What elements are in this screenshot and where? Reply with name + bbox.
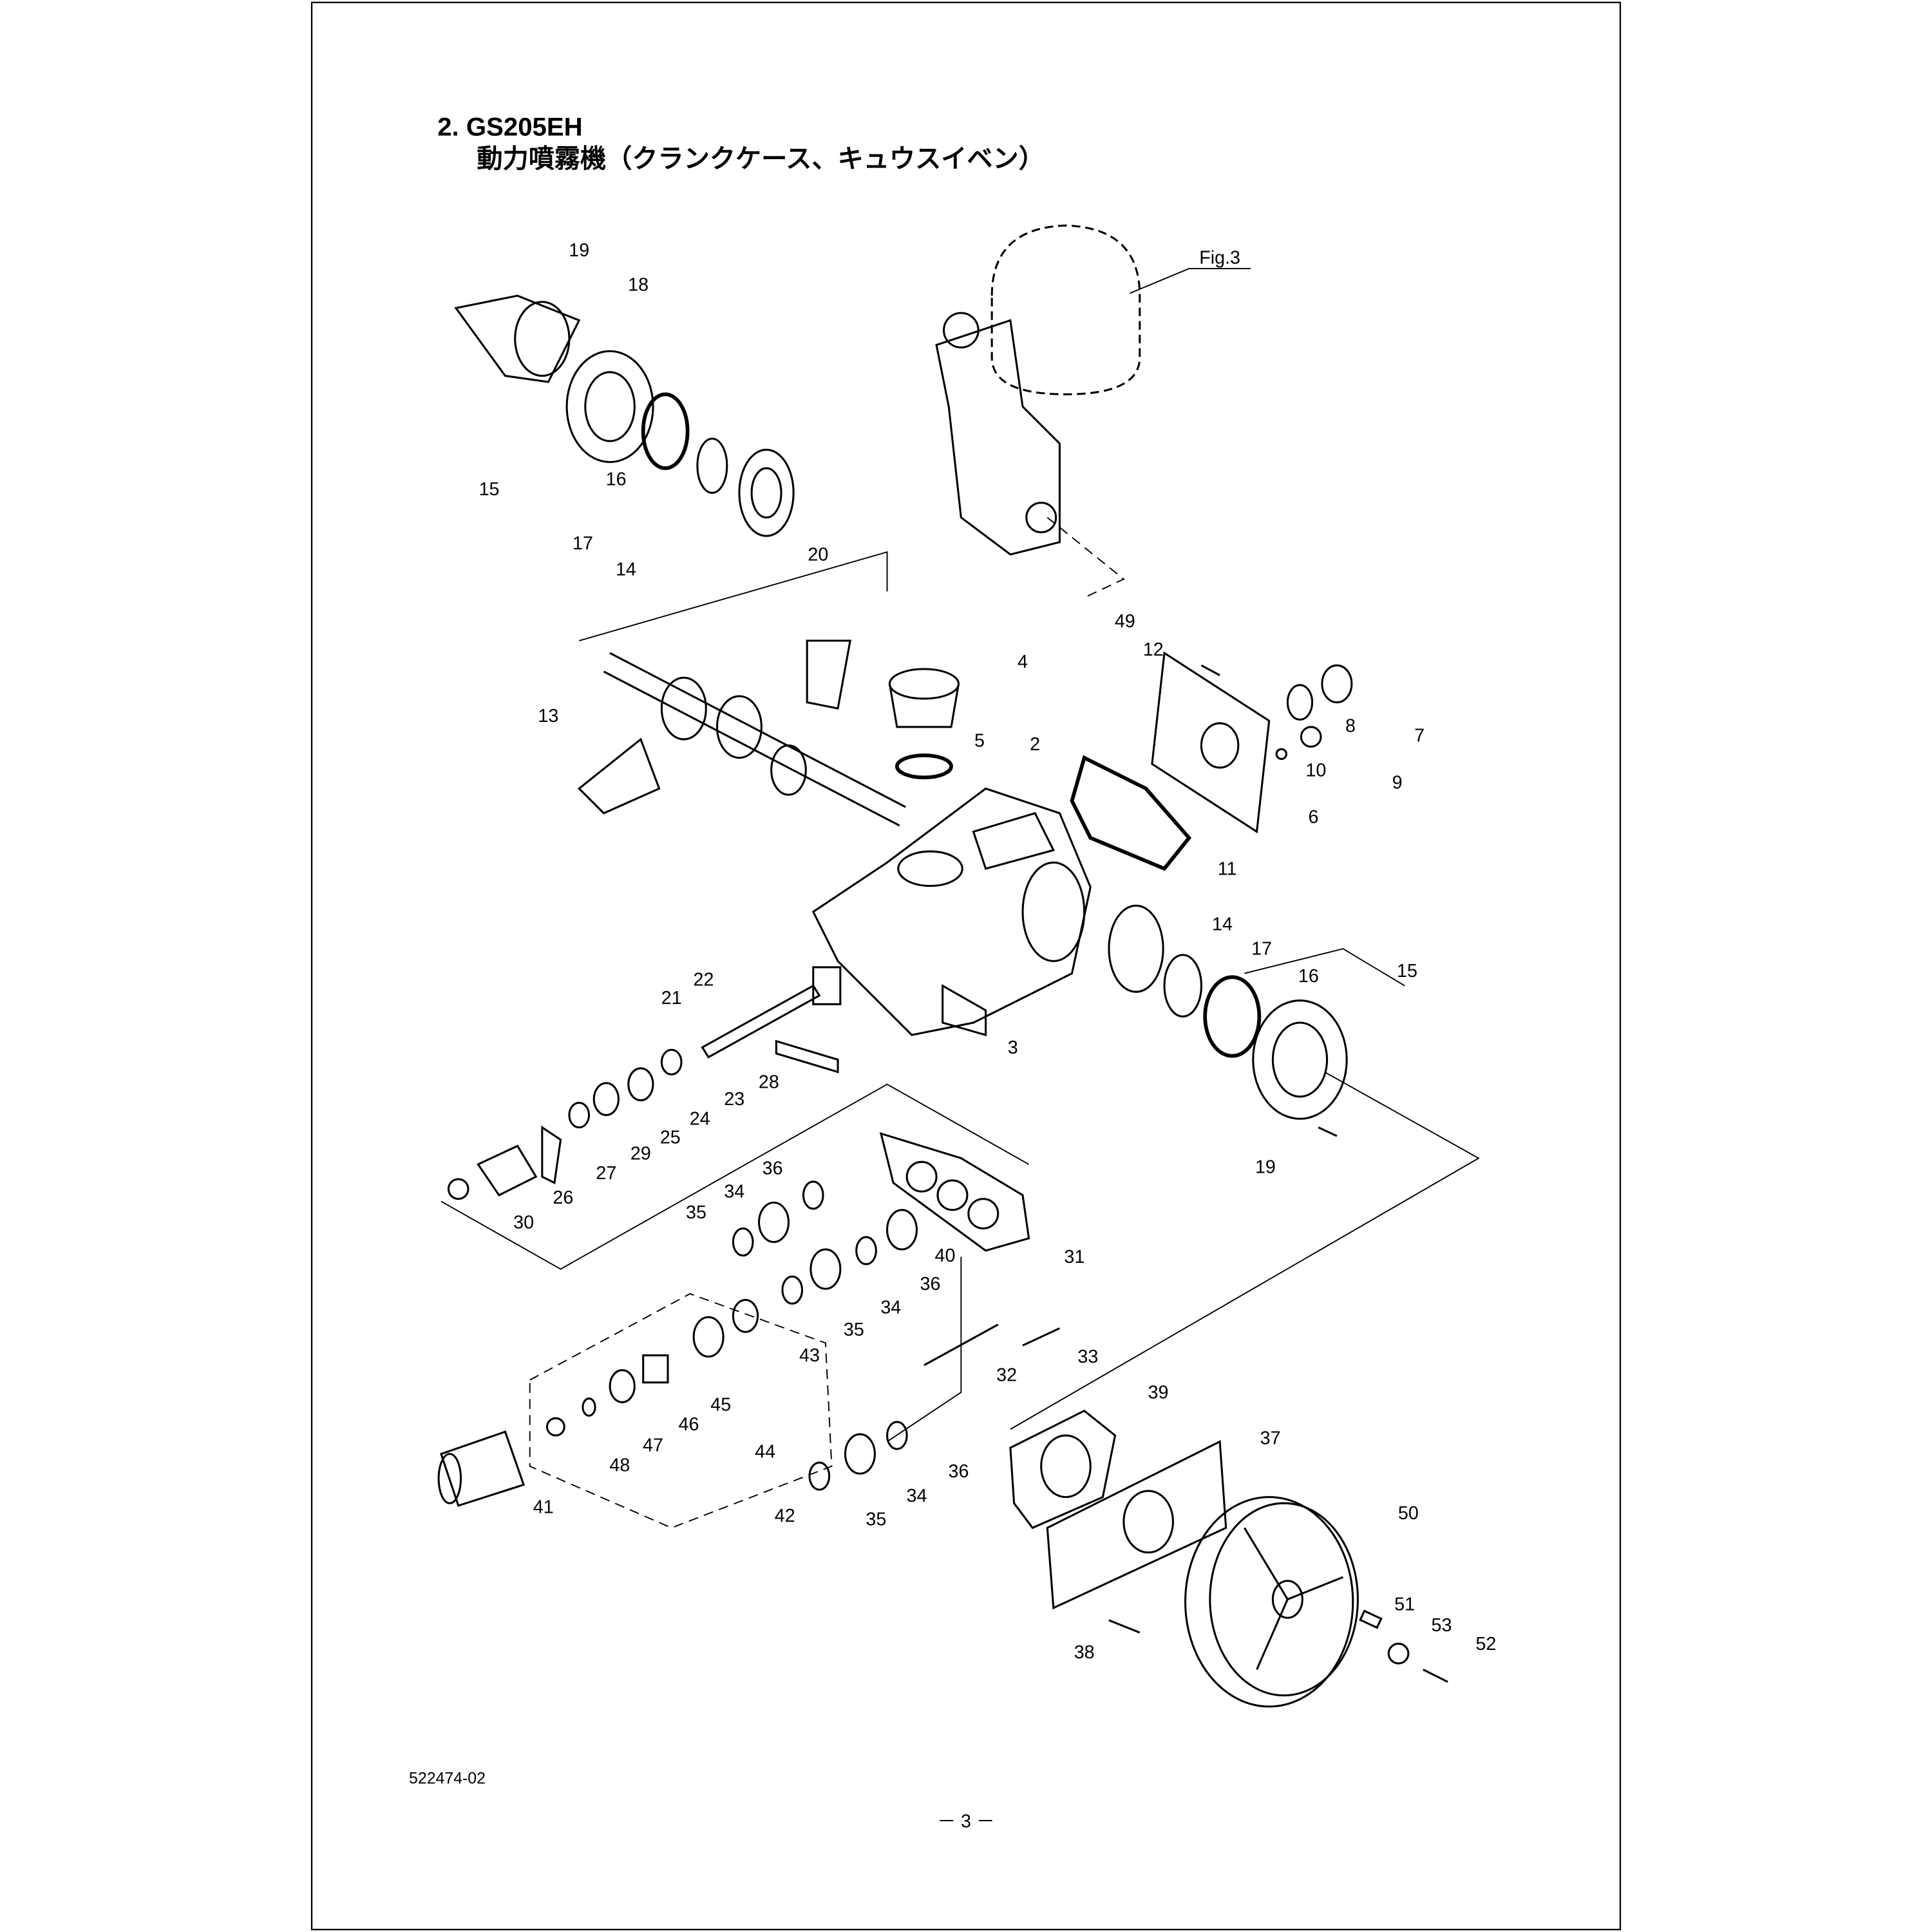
callout: 23 <box>724 1089 744 1110</box>
crankshaft-drawing <box>577 551 906 827</box>
callout: 13 <box>538 706 558 726</box>
callout: 14 <box>616 559 636 580</box>
callout: 51 <box>1394 1595 1415 1615</box>
callout: 2 <box>1030 734 1040 755</box>
callout: 10 <box>1305 760 1326 781</box>
callout: 25 <box>660 1127 681 1148</box>
callout: 50 <box>1398 1503 1419 1524</box>
callout: 40 <box>935 1245 956 1266</box>
callout: 37 <box>1260 1428 1281 1448</box>
callout: 17 <box>573 533 593 554</box>
callout: 53 <box>1432 1615 1452 1636</box>
callout: 21 <box>661 988 682 1009</box>
valve-assembly-drawing <box>935 224 1251 598</box>
callout: 35 <box>844 1320 864 1340</box>
callout: 19 <box>1255 1157 1276 1177</box>
callout: 48 <box>609 1455 630 1475</box>
callout: 35 <box>686 1202 706 1223</box>
callout: 42 <box>775 1506 795 1526</box>
callout: 8 <box>1345 715 1356 736</box>
callout: 15 <box>1397 961 1417 981</box>
callout: 12 <box>1143 639 1164 660</box>
callout: 22 <box>694 970 714 990</box>
manifold-drawing <box>732 1132 1061 1491</box>
plunger-drawing <box>440 966 1030 1270</box>
valve-kit-drawing <box>437 1293 833 1529</box>
callout: 28 <box>759 1072 779 1092</box>
oil-cap-drawing <box>888 668 960 780</box>
callout: 52 <box>1475 1634 1496 1654</box>
callout: 20 <box>808 544 828 565</box>
callout: 46 <box>679 1414 699 1435</box>
callout: 36 <box>762 1158 783 1179</box>
callout: 15 <box>479 479 500 500</box>
callout: 36 <box>920 1274 941 1294</box>
callout: 49 <box>1115 611 1135 632</box>
page-number: － 3 － <box>937 1811 994 1832</box>
rear-cover-drawing <box>1070 651 1353 871</box>
callout: 14 <box>1212 914 1233 934</box>
document-number: 522474-02 <box>409 1769 486 1787</box>
page-border <box>310 1 1622 1931</box>
callout: 24 <box>690 1109 710 1130</box>
callout: 32 <box>996 1365 1017 1386</box>
callout: 9 <box>1392 772 1403 793</box>
callout: 16 <box>606 469 627 490</box>
callout: 44 <box>755 1441 775 1462</box>
crankcase-drawing <box>811 787 1092 1037</box>
callout: 3 <box>1008 1037 1018 1058</box>
callout: 30 <box>513 1212 534 1233</box>
callout: 29 <box>630 1143 651 1164</box>
title-model: 2. GS205EH <box>437 112 582 141</box>
callout: 34 <box>724 1182 744 1202</box>
callout: 34 <box>880 1297 901 1318</box>
callout: 38 <box>1074 1642 1095 1663</box>
figure-reference: Fig.3 <box>1199 247 1240 268</box>
callout: 31 <box>1064 1247 1084 1267</box>
callout: 6 <box>1309 807 1319 828</box>
callout: 26 <box>553 1188 573 1208</box>
bearing-cover-right-drawing <box>1108 904 1405 1137</box>
callout: 35 <box>866 1510 886 1530</box>
callout: 43 <box>799 1345 820 1366</box>
bearing-cover-left-drawing <box>454 294 795 537</box>
callout: 16 <box>1298 966 1319 987</box>
callout: 5 <box>974 730 985 751</box>
part-callouts: 19 18 15 16 17 14 20 13 4 5 2 12 8 7 10 … <box>479 240 1497 1663</box>
callout: 11 <box>1218 858 1237 879</box>
callout: 34 <box>907 1486 927 1506</box>
callout: 33 <box>1077 1347 1098 1367</box>
callout: 18 <box>628 274 649 295</box>
callout: 39 <box>1148 1382 1169 1403</box>
pulley-drawing <box>1009 1071 1480 1708</box>
callout: 27 <box>596 1163 616 1184</box>
callout: 4 <box>1018 652 1028 672</box>
callout: 41 <box>533 1497 554 1517</box>
title-description: 動力噴霧機（クランクケース、キュウスイベン） <box>477 144 1044 173</box>
callout: 36 <box>949 1461 969 1482</box>
callout: 19 <box>569 240 589 261</box>
callout: 17 <box>1251 939 1272 960</box>
callout: 47 <box>643 1435 663 1456</box>
callout: 7 <box>1414 726 1425 746</box>
callout: 45 <box>710 1395 731 1416</box>
